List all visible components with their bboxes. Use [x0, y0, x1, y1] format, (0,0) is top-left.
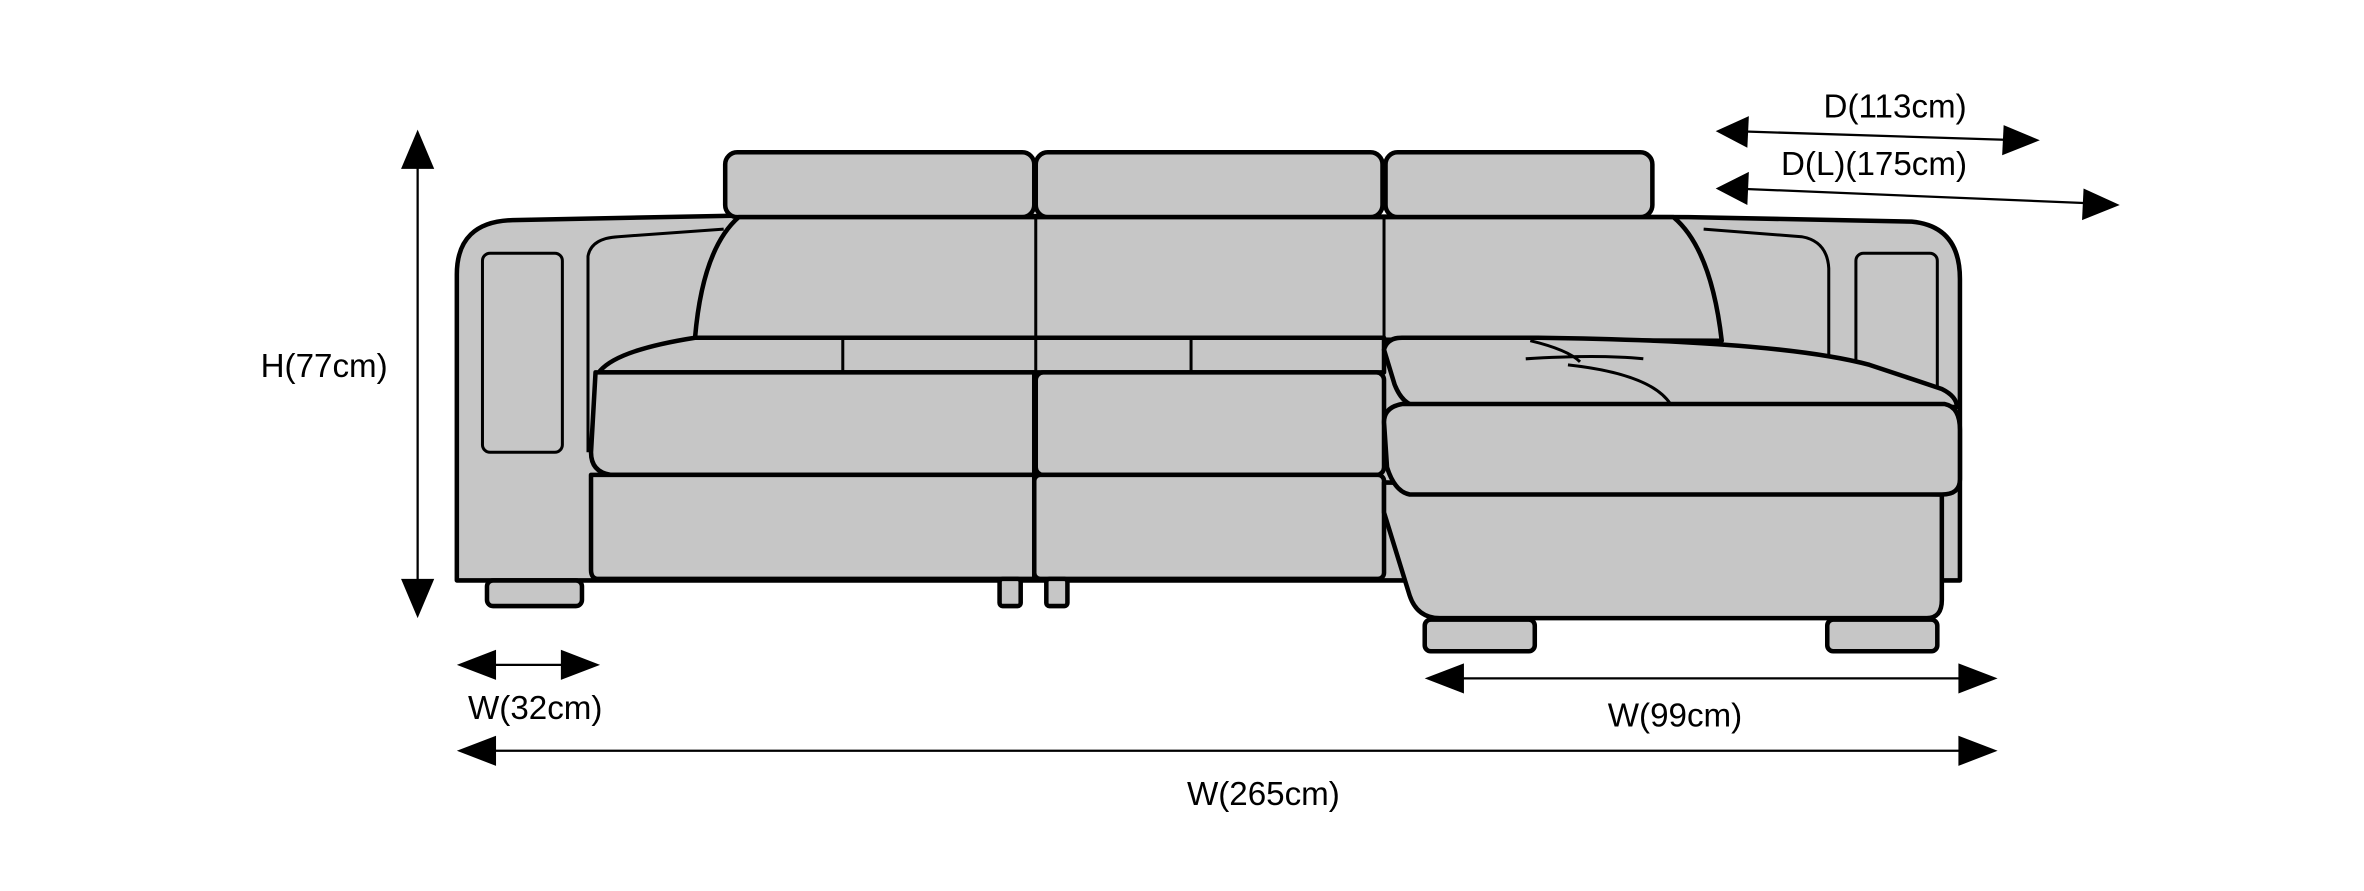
arrowhead-left-icon [1424, 663, 1464, 694]
total-width-dimension: W(265cm) [456, 735, 1998, 813]
arrowhead-left-icon [456, 735, 497, 766]
arrowhead-down-icon [401, 578, 435, 619]
depth-dimension: D(113cm) [1715, 89, 2040, 156]
chaise-width-dimension: W(99cm) [1424, 663, 1998, 735]
headrest-middle [1033, 150, 1385, 220]
height-label: H(77cm) [261, 348, 388, 385]
chaise-depth-label: D(L)(175cm) [1781, 146, 1967, 183]
back-cushions [692, 214, 1724, 343]
depth-label: D(113cm) [1824, 89, 1967, 126]
base-left [588, 472, 1037, 582]
seat-cushion-middle [1033, 370, 1387, 478]
seat-top-strip [597, 335, 1387, 375]
left-arm-inner-panel [480, 251, 564, 454]
left-arm-front [586, 227, 724, 453]
foot-chaise-left [1422, 617, 1538, 654]
chaise-depth-dimension: D(L)(175cm) [1715, 146, 2120, 221]
chaise-width-label: W(99cm) [1608, 698, 1742, 735]
base-middle [1031, 472, 1387, 582]
chaise-base [1381, 480, 1945, 621]
chaise-tuft [1525, 339, 1672, 405]
arrowhead-right-icon [1958, 663, 1998, 694]
headrest-left [722, 150, 1037, 220]
arm-width-dimension: W(32cm) [456, 649, 602, 727]
foot-left [484, 578, 585, 609]
chaise-seat-cushion [1381, 401, 1963, 497]
foot-chaise-right [1824, 617, 1940, 654]
arrowhead-right-icon [560, 649, 601, 680]
arrowhead-left-icon [1715, 116, 1749, 148]
arrowhead-right-icon [1958, 735, 1998, 766]
height-dimension: H(77cm) [261, 129, 435, 619]
arrowhead-left-icon [456, 649, 497, 680]
seat-cushion-left [588, 370, 1037, 478]
arrowhead-up-icon [401, 129, 435, 169]
arm-width-label: W(32cm) [468, 690, 602, 727]
arrowhead-left-icon [1715, 171, 1749, 206]
leg-center-1 [997, 576, 1023, 609]
arrowhead-right-icon [2002, 125, 2040, 156]
headrest-right [1383, 150, 1655, 220]
leg-center-2 [1044, 576, 1070, 609]
total-width-label: W(265cm) [1187, 776, 1340, 813]
arrowhead-right-icon [2082, 188, 2120, 221]
right-arm-inner [1703, 227, 1831, 362]
